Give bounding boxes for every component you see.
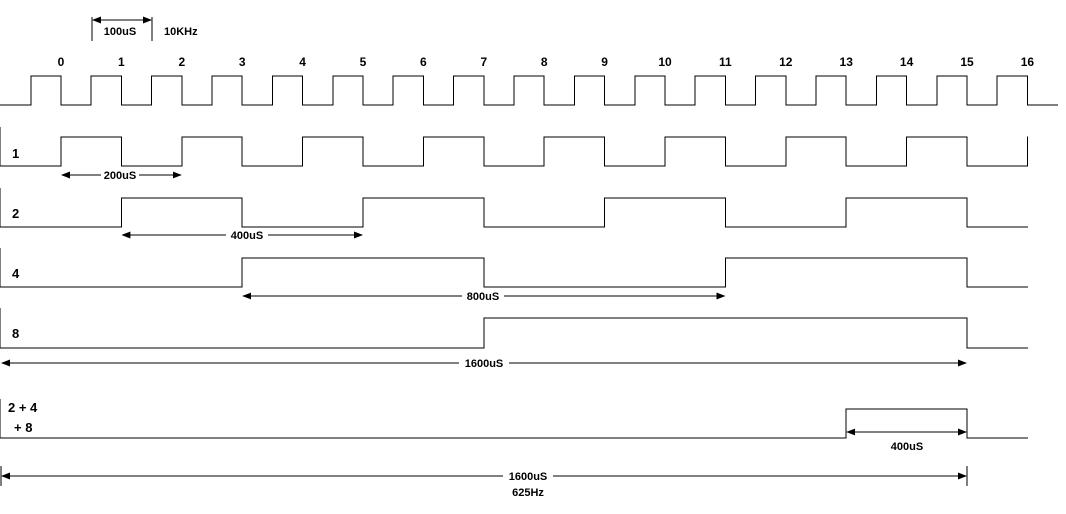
tick-label-5: 5 bbox=[360, 55, 367, 69]
signal-label-div8: 8 bbox=[12, 326, 19, 341]
total-frequency-label: 625Hz bbox=[512, 487, 544, 499]
tick-label-0: 0 bbox=[58, 55, 65, 69]
clock-frequency-label: 10KHz bbox=[164, 26, 198, 38]
signal-label-sum-line2: + 8 bbox=[14, 420, 32, 435]
clock-period-annotation: 100uS bbox=[91, 16, 153, 41]
waveform-div2 bbox=[0, 188, 1028, 228]
tick-label-11: 11 bbox=[719, 55, 732, 69]
clock-waveform bbox=[0, 75, 1058, 106]
measure-label-div4: 800uS bbox=[467, 291, 499, 303]
tick-label-3: 3 bbox=[239, 55, 246, 69]
waveform-div8 bbox=[0, 308, 1028, 349]
measure-label-sum: 400uS bbox=[891, 441, 923, 453]
tick-label-2: 2 bbox=[178, 55, 185, 69]
tick-label-12: 12 bbox=[779, 55, 793, 69]
tick-label-6: 6 bbox=[420, 55, 427, 69]
tick-label-15: 15 bbox=[960, 55, 974, 69]
measure-label-div2: 400uS bbox=[231, 230, 263, 242]
signal-label-sum-line1: 2 + 4 bbox=[8, 400, 38, 415]
tick-label-1: 1 bbox=[118, 55, 125, 69]
measurement-arrows bbox=[0, 171, 968, 486]
tick-label-8: 8 bbox=[541, 55, 548, 69]
tick-label-16: 16 bbox=[1021, 55, 1035, 69]
measure-label-div8: 1600uS bbox=[465, 358, 504, 370]
waveform-div4 bbox=[0, 248, 1028, 288]
signal-label-div4: 4 bbox=[12, 266, 20, 281]
waveform-div1 bbox=[0, 127, 1028, 167]
signal-waveforms bbox=[0, 127, 1028, 439]
tick-label-14: 14 bbox=[900, 55, 914, 69]
waveform-sum bbox=[0, 399, 1028, 439]
measure-label-div1: 200uS bbox=[104, 170, 136, 182]
signal-label-div1: 1 bbox=[12, 146, 19, 161]
tick-label-13: 13 bbox=[840, 55, 854, 69]
tick-label-7: 7 bbox=[480, 55, 487, 69]
tick-label-9: 9 bbox=[601, 55, 608, 69]
total-period-label: 1600uS bbox=[509, 471, 548, 483]
clock-period-label: 100uS bbox=[104, 26, 136, 38]
signal-label-div2: 2 bbox=[12, 206, 19, 221]
tick-label-10: 10 bbox=[658, 55, 672, 69]
tick-label-4: 4 bbox=[299, 55, 306, 69]
